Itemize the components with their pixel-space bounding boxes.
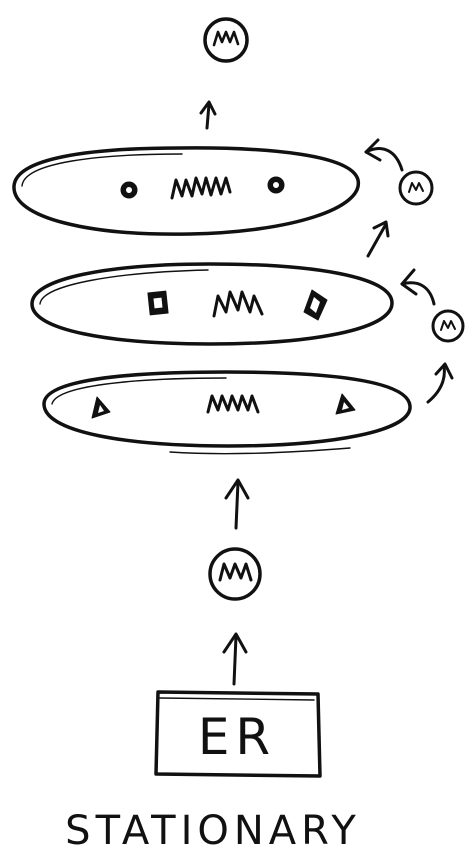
cisterna-bottom bbox=[42, 370, 412, 455]
vesicle-circle bbox=[431, 309, 465, 343]
er-box: ER bbox=[154, 690, 322, 778]
arrow-middle-to-upper-vesicle bbox=[366, 220, 390, 258]
arrow-er-to-vesicle bbox=[222, 632, 248, 686]
er-label: ER bbox=[198, 708, 276, 766]
arrow-to-top-vesicle bbox=[199, 100, 217, 130]
m-glyph-icon bbox=[170, 176, 232, 200]
right-vesicle-lower bbox=[431, 309, 465, 343]
middle-vesicle bbox=[208, 547, 262, 601]
stationary-caption: STATIONARY bbox=[65, 808, 361, 854]
m-glyph-icon bbox=[440, 320, 456, 331]
cisterna-top bbox=[12, 146, 360, 236]
arrow-upper-vesicle-to-top-cisterna bbox=[364, 138, 404, 172]
cisterna-outline bbox=[42, 370, 412, 448]
arrow-bottom-to-lower-vesicle bbox=[426, 362, 454, 404]
m-glyph-icon bbox=[206, 394, 260, 414]
right-vesicle-upper bbox=[398, 170, 434, 206]
cisterna-middle bbox=[30, 262, 394, 346]
vesicle-circle bbox=[398, 170, 434, 206]
arrow-to-bottom-cisterna bbox=[224, 478, 250, 530]
er-box-outline bbox=[154, 690, 322, 778]
cisterna-outline bbox=[12, 146, 360, 236]
m-glyph-icon bbox=[218, 562, 253, 582]
top-vesicle bbox=[203, 17, 249, 63]
m-glyph-icon bbox=[408, 182, 424, 193]
m-glyph-icon bbox=[212, 30, 240, 47]
arrow-lower-vesicle-to-middle-cisterna bbox=[400, 268, 436, 306]
vesicle-circle bbox=[203, 17, 249, 63]
vesicle-circle bbox=[208, 547, 262, 601]
cisterna-outline bbox=[30, 262, 394, 346]
m-glyph-icon bbox=[212, 290, 264, 318]
